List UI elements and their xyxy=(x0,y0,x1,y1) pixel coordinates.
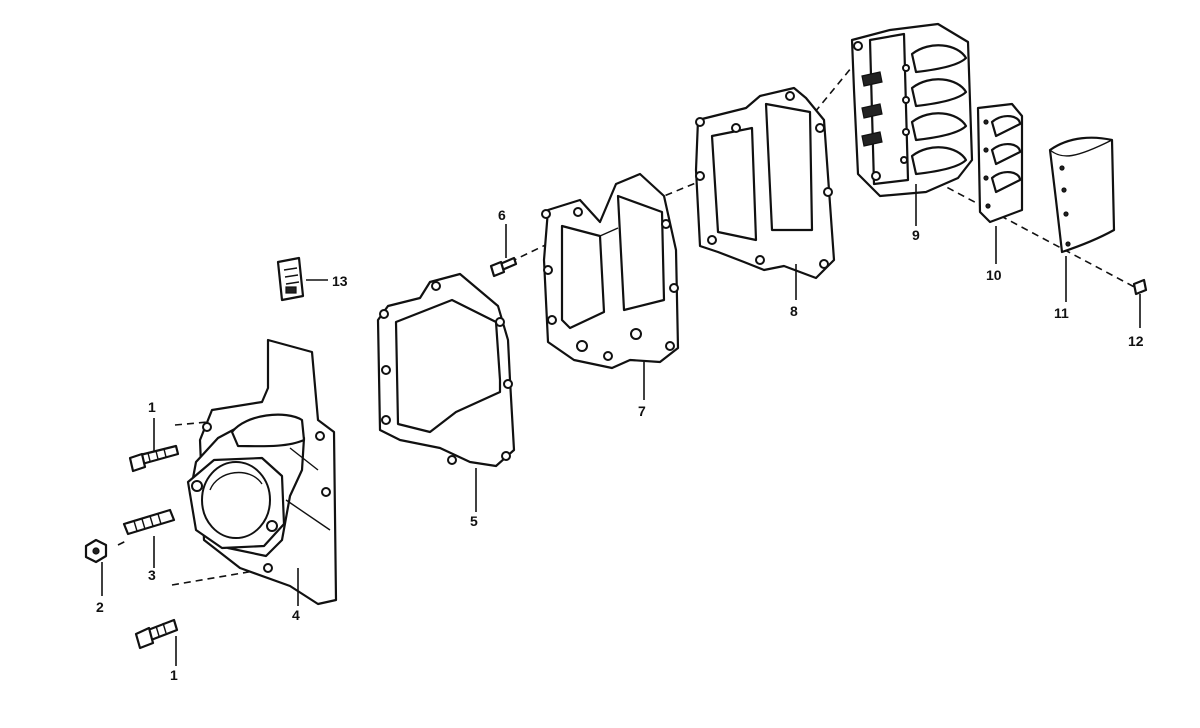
part-9-reed-housing xyxy=(850,22,974,198)
part-10-reed-petals xyxy=(976,102,1024,224)
part-3-stud xyxy=(122,508,176,536)
callout-12: 12 xyxy=(1128,333,1144,349)
part-7-spacer-plate xyxy=(541,172,680,370)
callout-7: 7 xyxy=(638,403,646,419)
callout-11: 11 xyxy=(1054,305,1069,321)
part-1-lower-screw xyxy=(134,618,179,650)
callout-2: 2 xyxy=(96,599,104,615)
leader-lines xyxy=(101,184,1141,666)
callout-10: 10 xyxy=(986,267,1002,283)
part-8-gasket xyxy=(694,86,836,280)
part-11-reed-stop xyxy=(1048,136,1116,254)
callout-1-upper: 1 xyxy=(148,399,156,415)
callout-8: 8 xyxy=(790,303,798,319)
callout-13: 13 xyxy=(332,273,348,289)
callout-3: 3 xyxy=(148,567,156,583)
part-12-screw xyxy=(1132,278,1148,296)
callout-6: 6 xyxy=(498,207,506,223)
part-2-nut xyxy=(84,538,108,564)
part-4-intake-adapter xyxy=(186,338,338,606)
callout-1-lower: 1 xyxy=(170,667,178,683)
part-5-gasket xyxy=(376,272,516,468)
part-1-upper-screw xyxy=(128,444,180,473)
callout-5: 5 xyxy=(470,513,478,529)
callout-4: 4 xyxy=(292,607,300,623)
callout-9: 9 xyxy=(912,227,920,243)
part-6-screw xyxy=(489,256,518,278)
callout-labels: 1 3 2 4 1 5 6 7 8 9 10 11 12 13 xyxy=(96,207,1144,683)
part-13-decal xyxy=(276,256,305,302)
